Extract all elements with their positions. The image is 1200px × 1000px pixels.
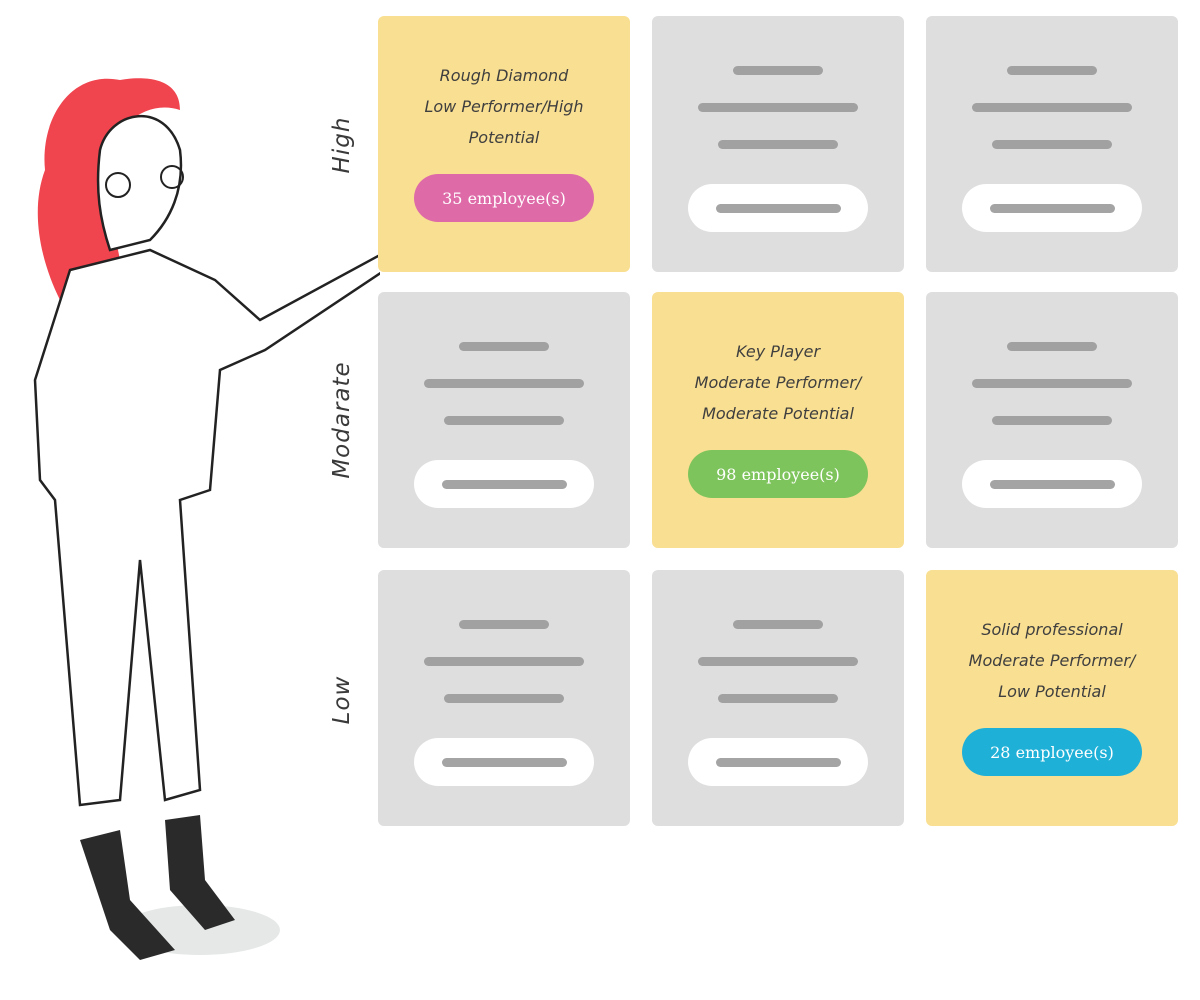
card-title-line: Moderate Potential	[702, 404, 854, 423]
row-label-high: High	[329, 116, 355, 174]
grid-card-placeholder	[378, 570, 630, 826]
body	[33, 248, 380, 807]
card-title-line: Low Performer/High	[424, 97, 584, 116]
placeholder-text-bar	[715, 203, 841, 213]
card-title-line: Low Potential	[998, 682, 1106, 701]
placeholder-button	[962, 184, 1142, 232]
grid-card-placeholder	[378, 292, 630, 548]
row-label-modarate: Modarate	[329, 361, 355, 479]
placeholder-text-bar	[424, 657, 584, 666]
placeholder-text-bar	[459, 342, 549, 351]
placeholder-text-bar	[972, 379, 1132, 388]
card-title-line: Rough Diamond	[439, 66, 569, 85]
placeholder-text-bar	[989, 479, 1115, 489]
person-illustration	[33, 78, 380, 960]
placeholder-text-bar	[1007, 342, 1097, 351]
placeholder-text-bar	[733, 620, 823, 629]
placeholder-text-bar	[992, 140, 1112, 149]
placeholder-text-bar	[444, 416, 564, 425]
placeholder-button	[688, 738, 868, 786]
card-title-line: Key Player	[735, 342, 821, 361]
placeholder-button	[688, 184, 868, 232]
glasses-lens	[160, 165, 184, 189]
card-title-line: Solid professional	[981, 620, 1123, 639]
hair	[37, 78, 181, 300]
placeholder-text-bar	[698, 103, 858, 112]
card-title-line: Moderate Performer/	[694, 373, 862, 392]
employee-count-button[interactable]: 28 employee(s)	[962, 728, 1142, 776]
placeholder-text-bar	[718, 694, 838, 703]
placeholder-text-bar	[992, 416, 1112, 425]
placeholder-text-bar	[441, 479, 567, 489]
grid-card-placeholder	[652, 16, 904, 272]
placeholder-text-bar	[972, 103, 1132, 112]
head	[96, 114, 183, 252]
placeholder-text-bar	[441, 757, 567, 767]
card-title-line: Potential	[468, 128, 540, 147]
shoes	[80, 815, 235, 960]
grid-card-placeholder	[926, 292, 1178, 548]
placeholder-text-bar	[715, 757, 841, 767]
placeholder-text-bar	[733, 66, 823, 75]
placeholder-text-bar	[1007, 66, 1097, 75]
placeholder-text-bar	[989, 203, 1115, 213]
grid-card-placeholder	[926, 16, 1178, 272]
placeholder-button	[414, 738, 594, 786]
glasses-icon	[105, 172, 131, 198]
employee-count-button[interactable]: 98 employee(s)	[688, 450, 868, 498]
placeholder-text-bar	[424, 379, 584, 388]
placeholder-text-bar	[698, 657, 858, 666]
grid-card-placeholder	[652, 570, 904, 826]
placeholder-text-bar	[444, 694, 564, 703]
card-title-line: Moderate Performer/	[968, 651, 1136, 670]
placeholder-text-bar	[718, 140, 838, 149]
employee-count-button[interactable]: 35 employee(s)	[414, 174, 594, 222]
placeholder-text-bar	[459, 620, 549, 629]
placeholder-button	[962, 460, 1142, 508]
placeholder-button	[414, 460, 594, 508]
row-label-low: Low	[329, 675, 355, 725]
